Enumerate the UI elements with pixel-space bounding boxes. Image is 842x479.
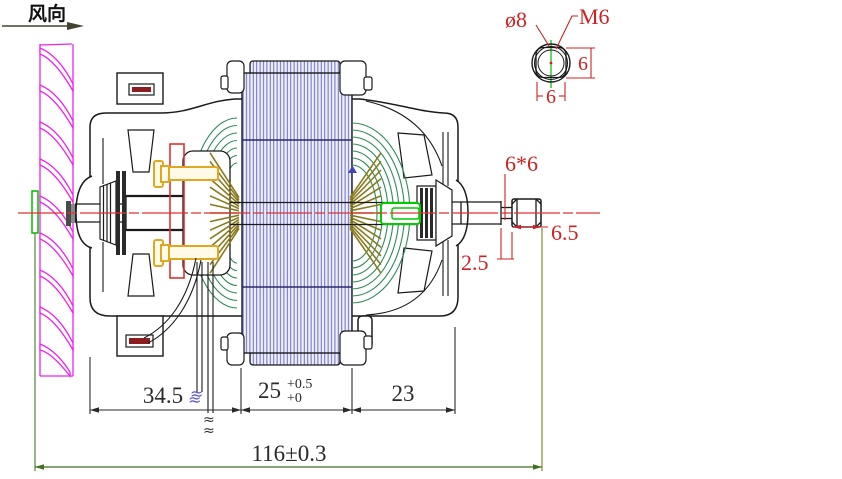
overall-length-dimension: 116±0.3 <box>34 228 543 471</box>
detail-outer-circle <box>531 43 571 83</box>
dim-flats-height: 6 <box>578 53 588 75</box>
shaft-end-detail-view: ø8 M6 6 6 <box>505 4 610 108</box>
bottom-terminal-contact <box>129 338 150 344</box>
end-cover-struts <box>127 129 433 297</box>
stator-top-cap <box>249 60 341 75</box>
dim-stator-to-shaft-end: 23 <box>392 381 415 406</box>
terminal-blocks <box>116 72 164 357</box>
flow-direction-arrow-icon <box>2 22 84 30</box>
dim-shaft-neck-length: 2.5 <box>461 250 489 275</box>
fan-hub-clip <box>31 190 39 234</box>
dim-stator-length-upper-tol: +0.5 <box>287 377 312 392</box>
dim-shaft-flats: 6*6 <box>505 151 538 176</box>
dim-fan-to-stator: 34.5 <box>143 383 183 408</box>
dim-overall-length: 116±0.3 <box>251 441 326 466</box>
fan-blades <box>39 47 74 378</box>
top-terminal-contact <box>132 87 151 92</box>
shaft-dimensions-red: 6*6 6.5 2.5 <box>461 151 579 275</box>
housing-inner-lines <box>102 100 449 316</box>
left-bell-cover <box>75 175 93 249</box>
flow-direction-label: 风向 <box>2 2 84 30</box>
detail-leaders <box>535 15 595 101</box>
fan <box>31 43 75 378</box>
detail-flats-square <box>535 46 567 79</box>
wire-break-symbol: ≈ <box>203 423 215 439</box>
dim-stator-length: 25 +0.5 +0 <box>258 377 312 406</box>
wire-break-symbol: ≈ <box>203 412 215 428</box>
wire-break-symbol: ≈ <box>188 390 201 409</box>
lamination-marker <box>348 165 357 173</box>
through-bolts <box>153 160 219 267</box>
detail-center-mark <box>549 61 553 65</box>
dim-stator-length-main: 25 <box>258 378 281 403</box>
dim-flats-width: 6 <box>546 86 556 108</box>
length-dimensions: 34.5 ≈ 25 +0.5 +0 23 <box>89 327 456 414</box>
flow-direction-text: 风向 <box>28 2 66 25</box>
stator-corner-ears <box>220 60 373 366</box>
coil-hatch-left <box>209 152 240 274</box>
lead-wires <box>143 257 214 413</box>
dim-thread-spec: M6 <box>579 4 610 29</box>
dim-shaft-diameter: ø8 <box>505 7 527 32</box>
stator-bottom-cap <box>249 351 341 366</box>
balance-plate <box>169 143 185 279</box>
approx-mark: ≈ <box>190 384 203 403</box>
dim-shaft-end-length: 6.5 <box>551 220 579 245</box>
dim-stator-length-lower-tol: +0 <box>287 391 302 406</box>
